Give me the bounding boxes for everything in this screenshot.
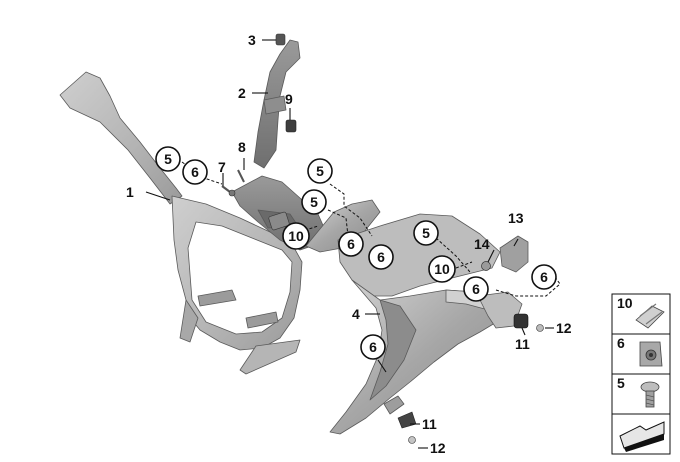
callout-8: 8 [238, 139, 246, 155]
circled-5-c: 5 [301, 189, 327, 215]
circled-5-b: 5 [307, 158, 333, 184]
legend-item-6: 6 [611, 333, 671, 375]
part-4-right-fairing [305, 199, 523, 435]
callout-3: 3 [248, 32, 256, 48]
fasteners [221, 169, 544, 444]
circled-6-e: 6 [531, 264, 557, 290]
spring-nut-icon [635, 303, 665, 329]
callout-11-bottom: 11 [422, 416, 437, 432]
svg-text:6: 6 [617, 335, 625, 351]
circled-6-b: 6 [338, 231, 364, 257]
circled-6-d: 6 [463, 276, 489, 302]
svg-text:6: 6 [540, 269, 548, 285]
svg-text:5: 5 [316, 163, 324, 179]
callout-14: 14 [474, 236, 490, 252]
part-2-upper-bracket [253, 33, 301, 169]
svg-text:6: 6 [472, 281, 480, 297]
circled-5-d: 5 [413, 220, 439, 246]
callout-2: 2 [238, 85, 246, 101]
circled-10-a: 10 [282, 222, 310, 250]
svg-text:6: 6 [377, 249, 385, 265]
svg-text:6: 6 [369, 339, 377, 355]
svg-text:5: 5 [422, 225, 430, 241]
callout-1: 1 [126, 184, 134, 200]
svg-text:5: 5 [310, 194, 318, 210]
svg-text:10: 10 [434, 261, 450, 277]
callout-12-right: 12 [556, 320, 572, 336]
callout-12-bottom: 12 [430, 440, 446, 456]
legend-item-10: 10 [611, 293, 671, 335]
circled-5-a: 5 [155, 146, 181, 172]
svg-text:6: 6 [191, 164, 199, 180]
svg-text:10: 10 [288, 228, 304, 244]
legend-item-5: 5 [611, 373, 671, 415]
callout-11-right: 11 [515, 336, 530, 352]
circled-6-a: 6 [182, 159, 208, 185]
legend-item-arrow [611, 413, 671, 455]
legend: 10 6 5 [611, 293, 671, 455]
callout-labels: 1 2 3 4 7 8 9 11 11 12 12 13 14 [126, 32, 572, 456]
callout-9: 9 [285, 91, 293, 107]
callout-7: 7 [218, 159, 226, 175]
screw-icon [640, 381, 660, 408]
circled-6-f: 6 [360, 334, 386, 360]
circled-6-c: 6 [368, 244, 394, 270]
arrow-icon [619, 421, 665, 452]
callout-13: 13 [508, 210, 524, 226]
svg-text:5: 5 [617, 375, 625, 391]
svg-text:5: 5 [164, 151, 172, 167]
clip-nut-icon [639, 341, 663, 367]
circled-10-b: 10 [428, 255, 456, 283]
nut-3 [275, 33, 286, 46]
callout-4: 4 [352, 306, 360, 322]
svg-text:6: 6 [347, 236, 355, 252]
part-1-left-bracket [59, 71, 303, 375]
svg-text:10: 10 [617, 295, 633, 311]
circled-callouts: 5 6 5 5 10 6 6 5 [155, 146, 557, 360]
screw-9 [285, 119, 297, 133]
